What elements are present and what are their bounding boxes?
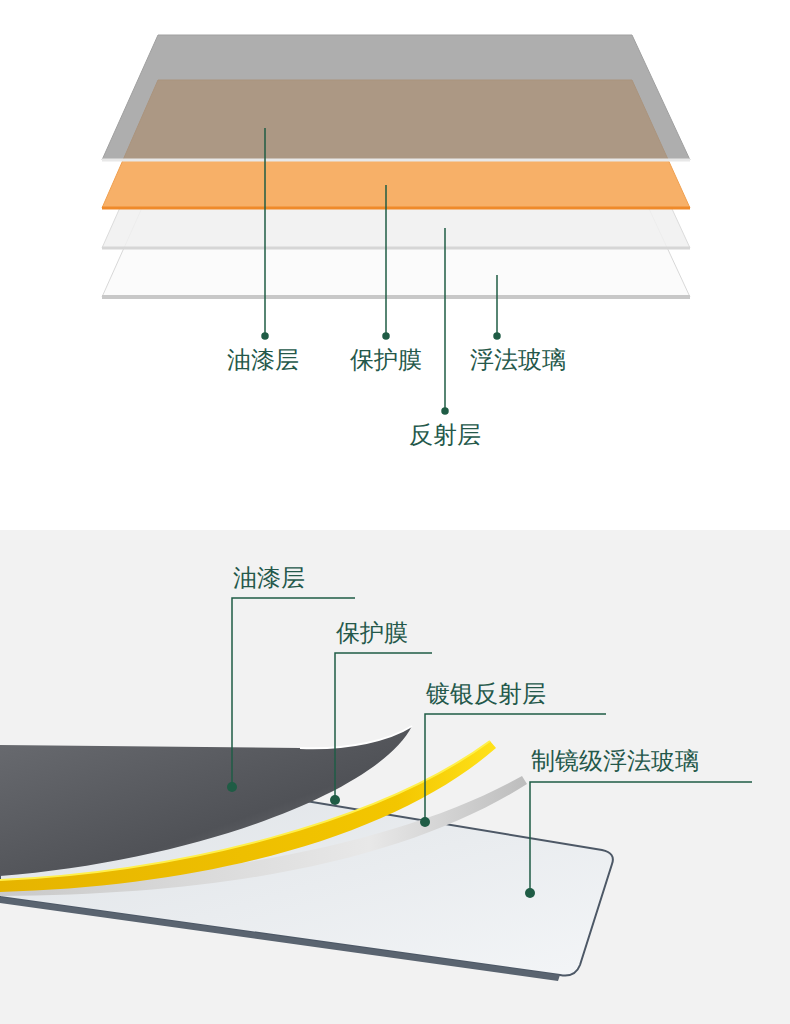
part-label: 保护膜 bbox=[336, 619, 408, 648]
part-label: 浮法玻璃 bbox=[470, 346, 566, 375]
leader-line bbox=[496, 275, 498, 334]
part-label: 反射层 bbox=[409, 421, 481, 450]
paint-edge bbox=[102, 159, 690, 162]
glass-edge bbox=[102, 295, 690, 299]
paint-layer bbox=[102, 35, 690, 160]
part-label: 镀银反射层 bbox=[426, 680, 546, 709]
leader-dot bbox=[442, 408, 448, 414]
paint-highlight bbox=[300, 726, 412, 748]
leader-line bbox=[530, 782, 752, 893]
part-label: 制镜级浮法玻璃 bbox=[531, 747, 699, 776]
glass-thickness bbox=[0, 897, 560, 981]
leader-dot bbox=[227, 782, 237, 792]
bottom-background bbox=[0, 530, 790, 1024]
film-edge bbox=[102, 207, 690, 210]
leader-line bbox=[444, 228, 446, 409]
leader-dot bbox=[383, 333, 389, 339]
part-label: 保护膜 bbox=[350, 346, 422, 375]
reflective-edge bbox=[102, 247, 690, 250]
leader-line bbox=[335, 653, 432, 800]
bottom-peeled-layers bbox=[0, 726, 613, 981]
part-label: 油漆层 bbox=[227, 346, 299, 375]
leader-line bbox=[264, 128, 266, 334]
leader-dot bbox=[330, 795, 340, 805]
bottom-leader-lines bbox=[232, 598, 752, 893]
bottom-leader-dots bbox=[227, 782, 535, 898]
part-label: 油漆层 bbox=[233, 564, 305, 593]
leader-dot bbox=[525, 888, 535, 898]
leader-dot bbox=[262, 333, 268, 339]
top-layer-stack bbox=[102, 35, 690, 297]
leader-dot bbox=[420, 817, 430, 827]
leader-line bbox=[385, 185, 387, 334]
paint-sheet bbox=[0, 726, 412, 876]
leader-dot bbox=[494, 333, 500, 339]
